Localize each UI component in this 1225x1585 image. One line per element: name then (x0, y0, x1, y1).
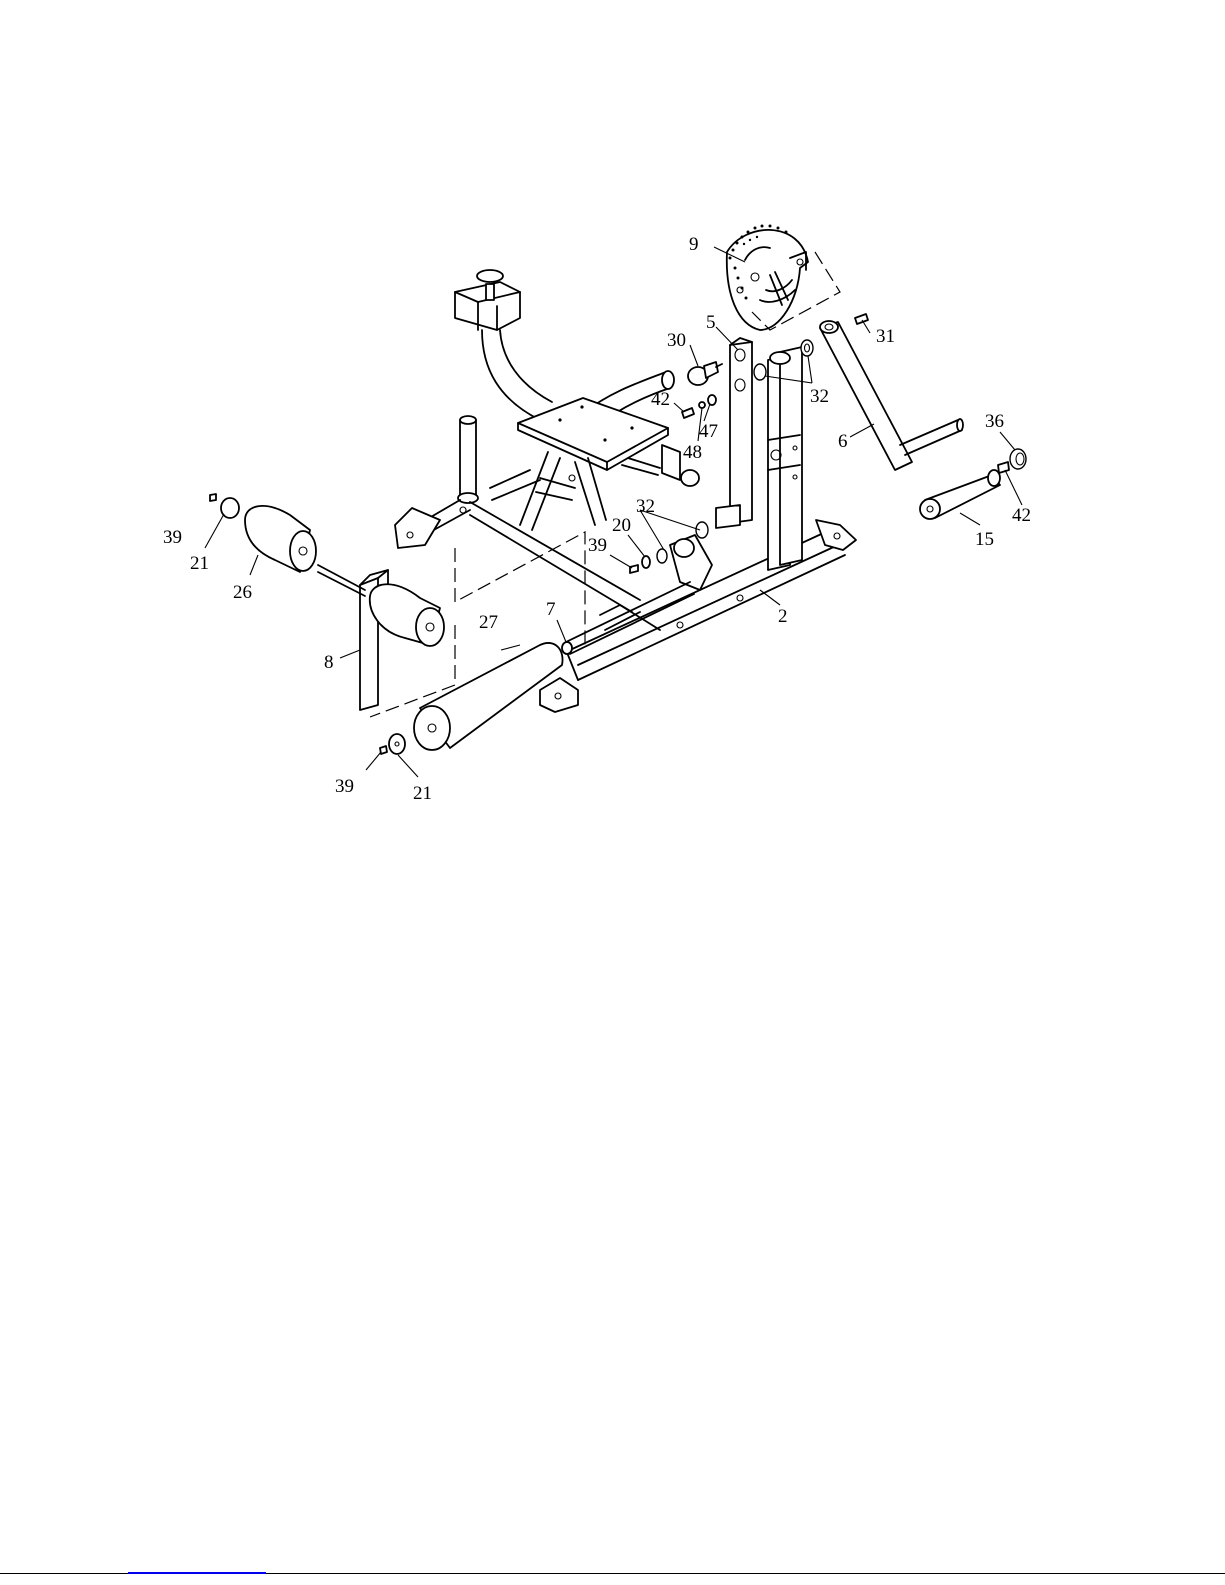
callout-2: 2 (778, 606, 788, 627)
callout-21-upper: 21 (190, 553, 209, 574)
callout-36: 36 (985, 411, 1004, 432)
upright-part-5 (716, 338, 752, 528)
bolt-part-42b (998, 462, 1009, 473)
callout-47: 47 (699, 421, 718, 442)
end-cap-part-21b (389, 734, 405, 754)
pin-part-31 (855, 314, 868, 324)
callout-48: 48 (683, 442, 702, 463)
weight-post (458, 416, 478, 503)
callout-9: 9 (689, 234, 699, 255)
seat-plate (518, 398, 668, 470)
callout-39-mid: 39 (588, 535, 607, 556)
callout-15: 15 (975, 529, 994, 550)
tube-part-15 (920, 470, 1000, 519)
callout-21-lower: 21 (413, 783, 432, 804)
washer-part-48 (699, 402, 705, 408)
washer-part-47 (708, 395, 716, 405)
callout-6: 6 (838, 431, 848, 452)
callout-26: 26 (233, 582, 252, 603)
footer-hyperlink-underline[interactable] (128, 1572, 266, 1574)
dial-plate-part-9 (727, 225, 808, 331)
bolt-part-42a (682, 408, 694, 418)
callout-5: 5 (706, 312, 716, 333)
callout-8: 8 (324, 652, 334, 673)
cap-part-36 (1010, 449, 1026, 469)
screw-part-39a (210, 494, 216, 501)
callout-39-bottom: 39 (335, 776, 354, 797)
callout-32-top: 32 (810, 386, 829, 407)
headrest-mount (455, 270, 552, 420)
callout-32-lower: 32 (636, 496, 655, 517)
roller-front (370, 584, 444, 646)
callout-27: 27 (479, 612, 498, 633)
callout-31: 31 (876, 326, 895, 347)
leader-lines (205, 247, 1022, 777)
callout-42-upper: 42 (651, 389, 670, 410)
exploded-guide-upper (455, 532, 585, 645)
callout-42-right: 42 (1012, 505, 1031, 526)
knob-part-30 (688, 362, 722, 385)
callout-39-left: 39 (163, 527, 182, 548)
callout-30: 30 (667, 330, 686, 351)
callout-7: 7 (546, 599, 556, 620)
screw-part-39b (380, 746, 387, 754)
lower-pivot (630, 522, 712, 590)
callout-20: 20 (612, 515, 631, 536)
